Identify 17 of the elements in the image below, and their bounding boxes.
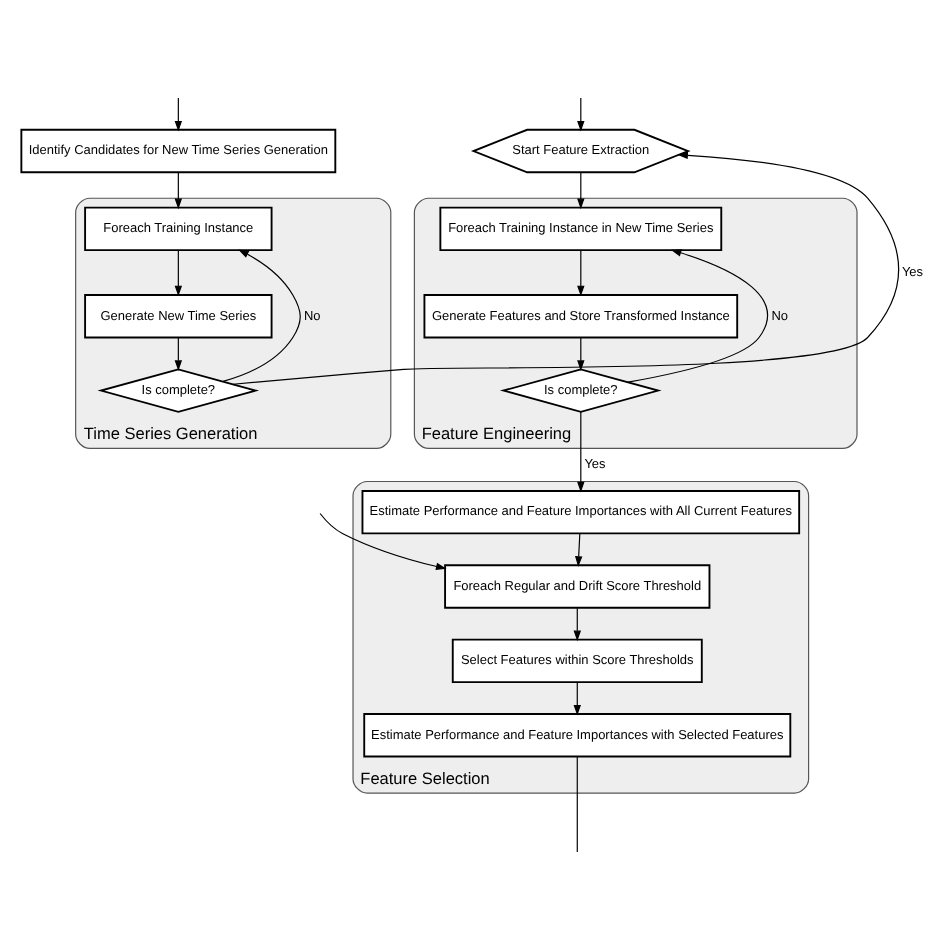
arrow	[573, 606, 581, 641]
arrow	[573, 680, 581, 715]
arrow	[627, 248, 768, 382]
arrow	[577, 248, 585, 296]
arrow	[577, 96, 585, 131]
connector	[576, 755, 578, 852]
arrow	[232, 150, 900, 384]
arrow	[577, 170, 585, 209]
arrow	[222, 248, 301, 381]
arrow	[577, 410, 585, 492]
arrow	[174, 248, 183, 296]
arrow	[577, 336, 585, 370]
arrow	[174, 96, 183, 131]
arrow	[319, 511, 447, 570]
arrow	[174, 336, 183, 370]
arrow	[174, 170, 183, 209]
arrow	[575, 532, 583, 566]
